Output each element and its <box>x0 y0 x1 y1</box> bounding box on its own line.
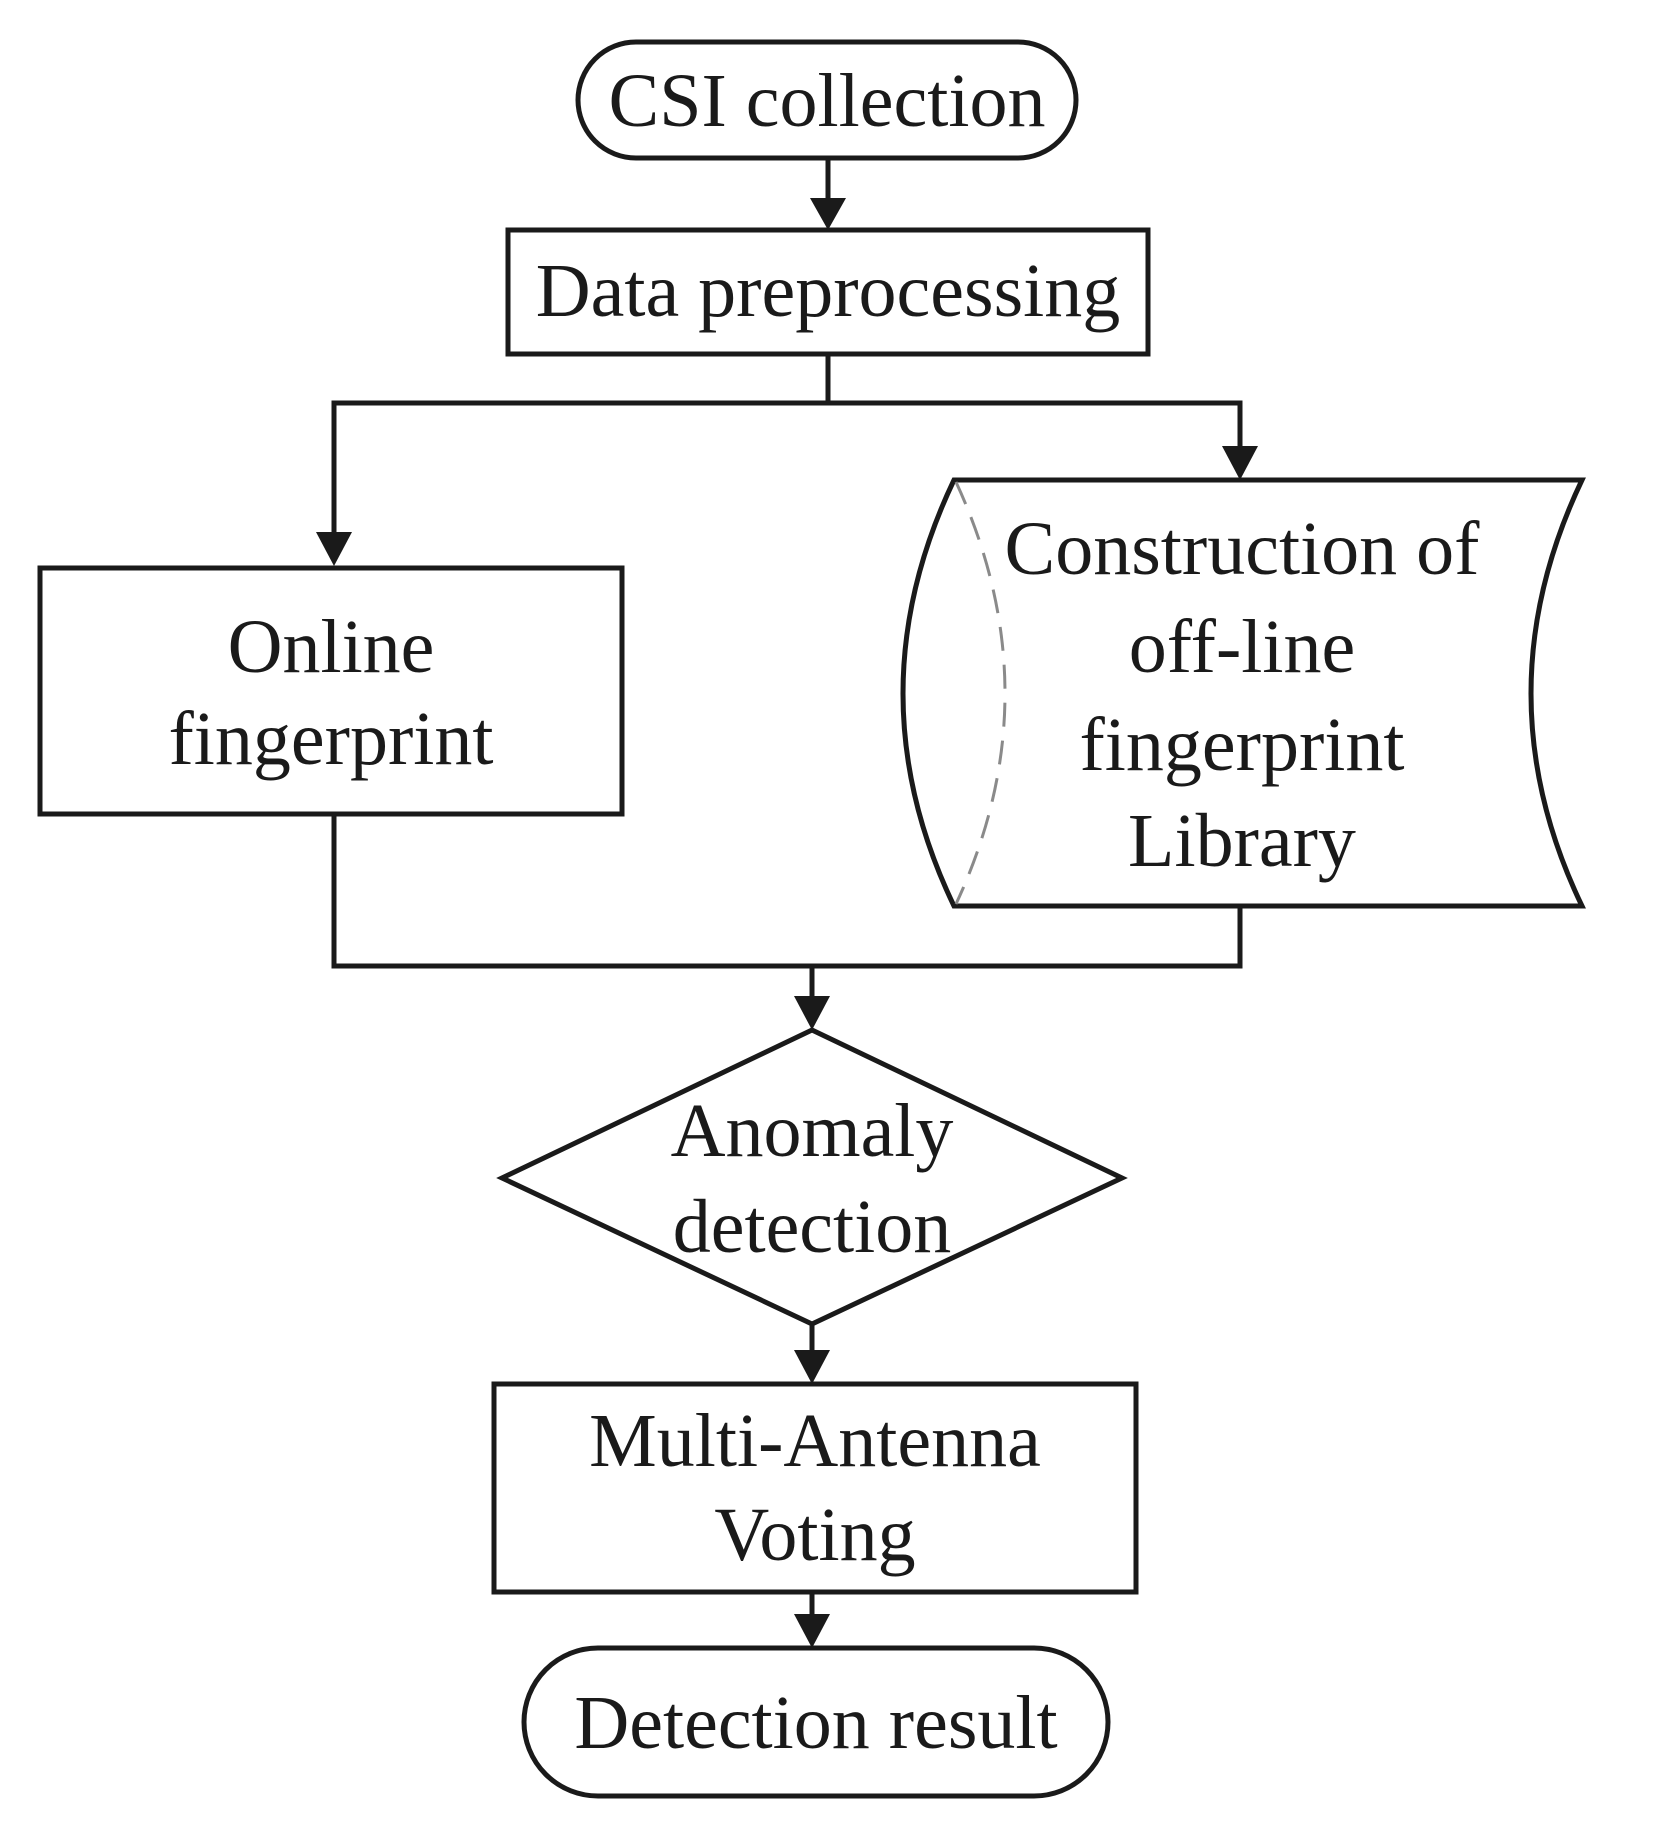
node-label: Detection result <box>574 1681 1057 1765</box>
connectors <box>316 158 1258 1648</box>
node-offline-fingerprint-library: Construction of off-line fingerprint Lib… <box>900 477 1586 909</box>
arrowhead-offline-library <box>1222 446 1258 480</box>
node-label-line-1: Multi-Antenna <box>589 1399 1041 1483</box>
node-multi-antenna-voting: Multi-Antenna Voting <box>491 1381 1139 1595</box>
node-label-line-4: Library <box>1128 799 1356 883</box>
decision-diamond <box>496 1027 1128 1327</box>
terminator-shape <box>521 1645 1111 1799</box>
node-online-fingerprint: Online fingerprint <box>37 565 625 817</box>
node-label-line-1: Construction of <box>1005 507 1481 591</box>
process-box <box>491 1381 1139 1595</box>
node-label-line-3: fingerprint <box>1079 703 1404 787</box>
node-label-line-2: fingerprint <box>168 697 493 781</box>
node-detection-result: Detection result <box>521 1645 1111 1799</box>
process-box <box>37 565 625 817</box>
node-data-preprocessing: Data preprocessing <box>505 227 1151 357</box>
node-csi-collection: CSI collection <box>575 39 1079 161</box>
split-line <box>331 354 831 536</box>
terminator-shape <box>575 39 1079 161</box>
arrowhead-voting <box>794 1350 830 1384</box>
arrowhead-anomaly-detection <box>794 996 830 1030</box>
node-label: Data preprocessing <box>536 249 1121 333</box>
split-line-right <box>828 400 1243 450</box>
process-box <box>505 227 1151 357</box>
node-label-line-2: off-line <box>1129 605 1356 689</box>
node-label-line-1: Anomaly <box>671 1089 954 1173</box>
node-label: CSI collection <box>609 59 1046 143</box>
merge-line <box>331 814 1243 969</box>
arrowhead-online-fingerprint <box>316 532 352 566</box>
arrowhead-preprocessing <box>810 198 846 230</box>
stored-data-shape <box>900 477 1586 909</box>
node-label-line-1: Online <box>228 605 435 689</box>
node-label-line-2: Voting <box>714 1493 915 1577</box>
arrowhead-result <box>794 1614 830 1648</box>
node-anomaly-detection: Anomaly detection <box>496 1027 1128 1327</box>
node-label-line-2: detection <box>673 1185 952 1269</box>
